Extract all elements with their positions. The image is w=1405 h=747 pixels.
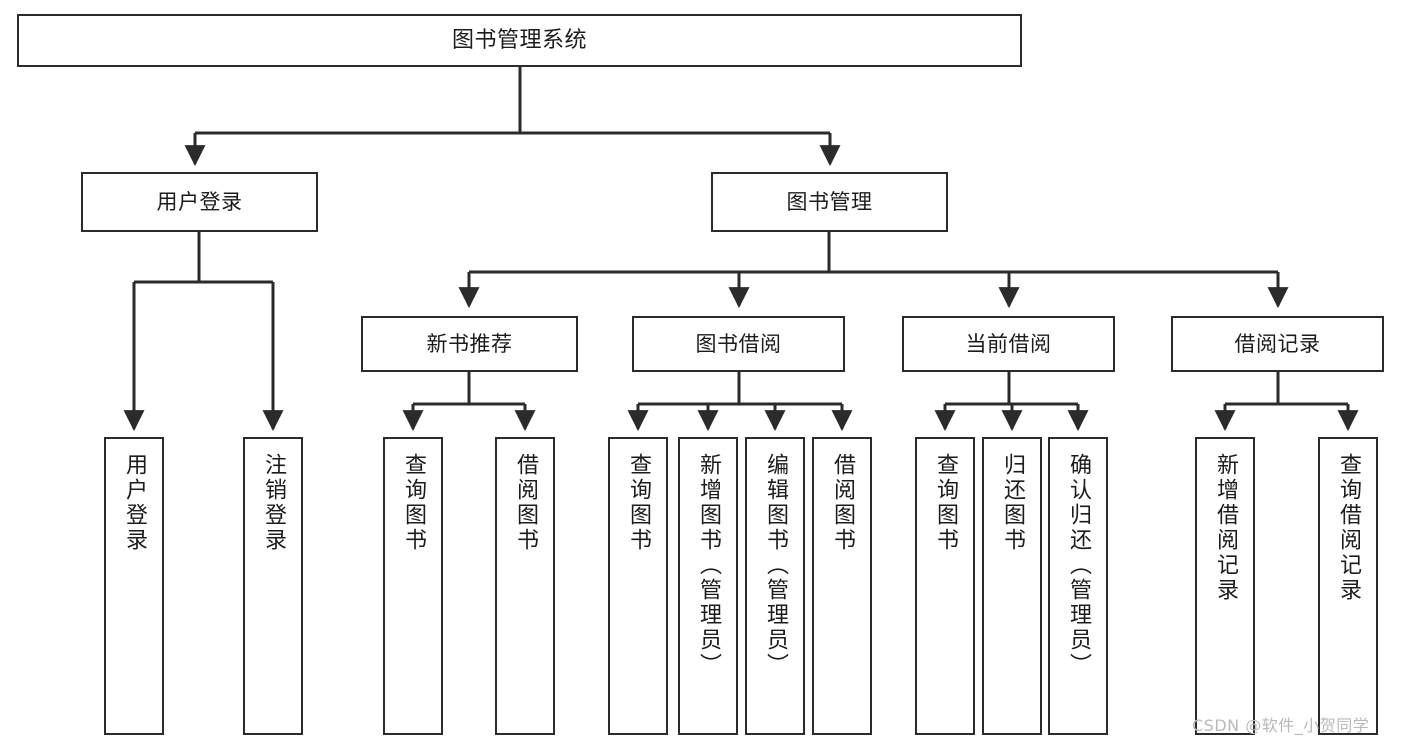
leaf-user-login[interactable]: 用户登录 [104, 437, 164, 735]
node-new-book-recommend[interactable]: 新书推荐 [361, 316, 578, 372]
node-label: 注销登录 [261, 453, 286, 553]
node-label: 查询图书 [401, 453, 426, 553]
leaf-return-book[interactable]: 归还图书 [982, 437, 1042, 735]
leaf-query-book-3[interactable]: 查询图书 [915, 437, 975, 735]
leaf-query-book-1[interactable]: 查询图书 [383, 437, 443, 735]
node-book-borrow[interactable]: 图书借阅 [632, 316, 845, 372]
leaf-logout-login[interactable]: 注销登录 [243, 437, 303, 735]
node-label: 新书推荐 [426, 331, 513, 356]
node-label: 查询图书 [626, 453, 651, 553]
node-label: 查询借阅记录 [1336, 453, 1361, 603]
node-root-book-management-system[interactable]: 图书管理系统 [17, 14, 1022, 67]
leaf-add-record[interactable]: 新增借阅记录 [1195, 437, 1255, 735]
node-label: 确认归还（管理员） [1066, 453, 1091, 678]
node-label: 用户登录 [122, 453, 147, 553]
node-label: 图书管理 [786, 189, 873, 214]
node-label: 借阅图书 [513, 453, 538, 553]
leaf-query-record[interactable]: 查询借阅记录 [1318, 437, 1378, 735]
node-current-borrow[interactable]: 当前借阅 [902, 316, 1115, 372]
node-label: 图书借阅 [695, 331, 782, 356]
leaf-borrow-book-1[interactable]: 借阅图书 [495, 437, 555, 735]
node-borrow-record[interactable]: 借阅记录 [1171, 316, 1384, 372]
node-label: 编辑图书（管理员） [763, 453, 788, 678]
leaf-confirm-return[interactable]: 确认归还（管理员） [1048, 437, 1108, 735]
node-label: 图书管理系统 [451, 27, 587, 53]
node-label: 借阅记录 [1234, 331, 1321, 356]
node-label: 新增借阅记录 [1213, 453, 1238, 603]
node-label: 归还图书 [1000, 453, 1025, 553]
node-book-management[interactable]: 图书管理 [711, 172, 948, 232]
node-label: 用户登录 [156, 189, 243, 214]
node-label: 查询图书 [933, 453, 958, 553]
leaf-borrow-book-2[interactable]: 借阅图书 [812, 437, 872, 735]
node-label: 新增图书（管理员） [696, 453, 721, 678]
leaf-query-book-2[interactable]: 查询图书 [608, 437, 668, 735]
node-label: 当前借阅 [965, 331, 1052, 356]
node-label: 借阅图书 [830, 453, 855, 553]
node-user-login[interactable]: 用户登录 [81, 172, 318, 232]
leaf-add-book[interactable]: 新增图书（管理员） [678, 437, 738, 735]
leaf-edit-book[interactable]: 编辑图书（管理员） [745, 437, 805, 735]
